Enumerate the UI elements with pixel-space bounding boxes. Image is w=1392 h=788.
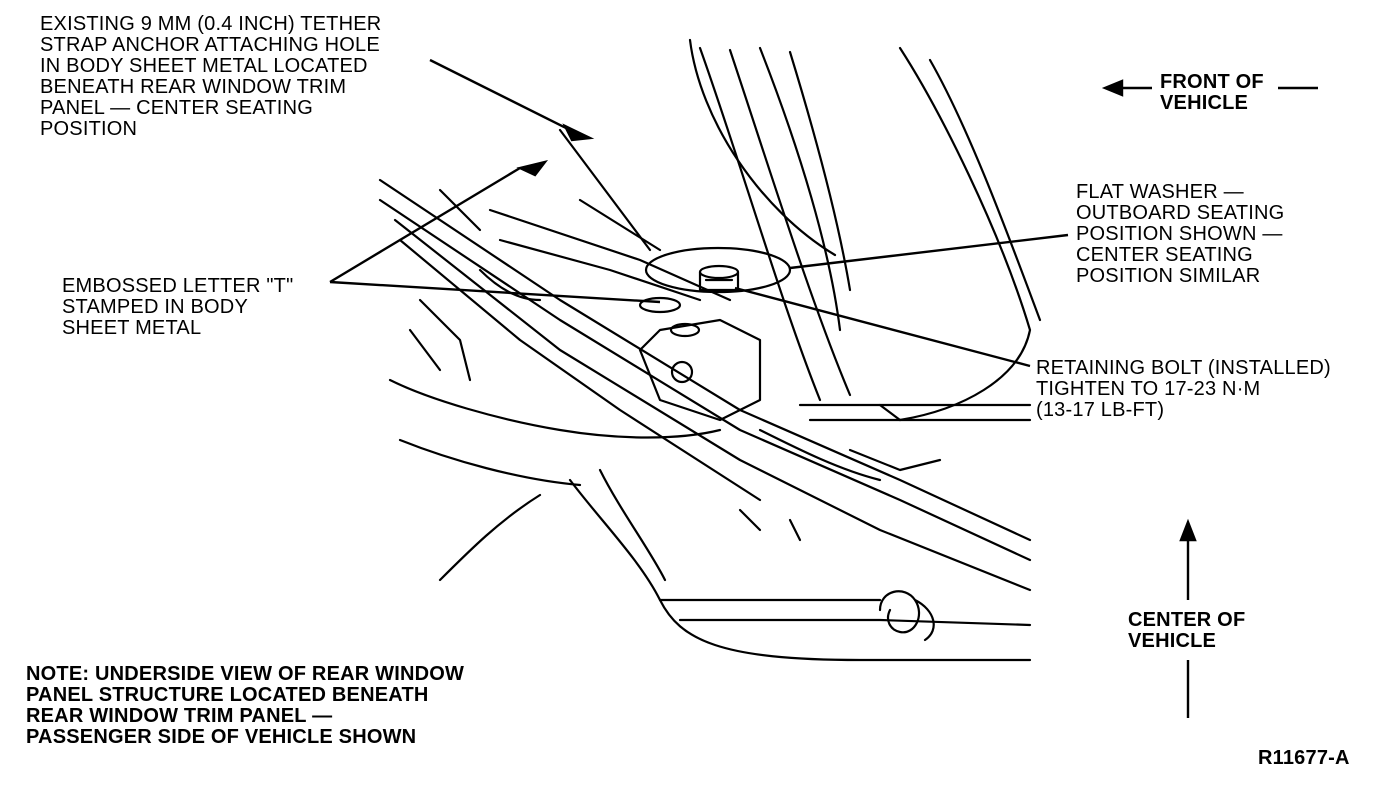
- center-of-vehicle-label: CENTER OF VEHICLE: [1128, 609, 1246, 652]
- bolt-leader: [734, 286, 1031, 368]
- body-rails: [378, 128, 1032, 592]
- tether-hole-leader: [429, 58, 581, 137]
- front-of-vehicle-label: FRONT OF VEHICLE: [1160, 71, 1264, 114]
- embossed-letter-label: EMBOSSED LETTER "T" STAMPED IN BODY SHEE…: [62, 275, 294, 339]
- hook-bracket: [878, 590, 935, 642]
- tether-hole-label: EXISTING 9 mm (0.4 INCH) TETHER STRAP AN…: [40, 13, 382, 140]
- bracket-hole: [670, 360, 694, 384]
- tether-hole-arrowhead: [562, 123, 595, 142]
- embossed-leader: [329, 166, 661, 304]
- note-text: NOTE: UNDERSIDE VIEW OF REAR WINDOW PANE…: [26, 663, 465, 748]
- retaining-bolt-label: RETAINING BOLT (INSTALLED) TIGHTEN TO 17…: [1036, 357, 1331, 421]
- retaining-bolt: [698, 264, 740, 292]
- embossed-arrow-target: [516, 160, 549, 177]
- flat-washer-label: FLAT WASHER — OUTBOARD SEATING POSITION …: [1076, 181, 1285, 287]
- front-arrowhead: [1101, 79, 1124, 97]
- lower-structure: [388, 268, 1032, 662]
- flat-washer: [644, 246, 792, 294]
- rear-pillar-panel: [688, 38, 1042, 422]
- body-hole: [669, 322, 701, 338]
- center-arrowhead: [1179, 518, 1197, 542]
- figure-id: R11677-A: [1258, 747, 1350, 769]
- embossed-t-mark: [638, 296, 682, 314]
- washer-leader: [789, 233, 1069, 270]
